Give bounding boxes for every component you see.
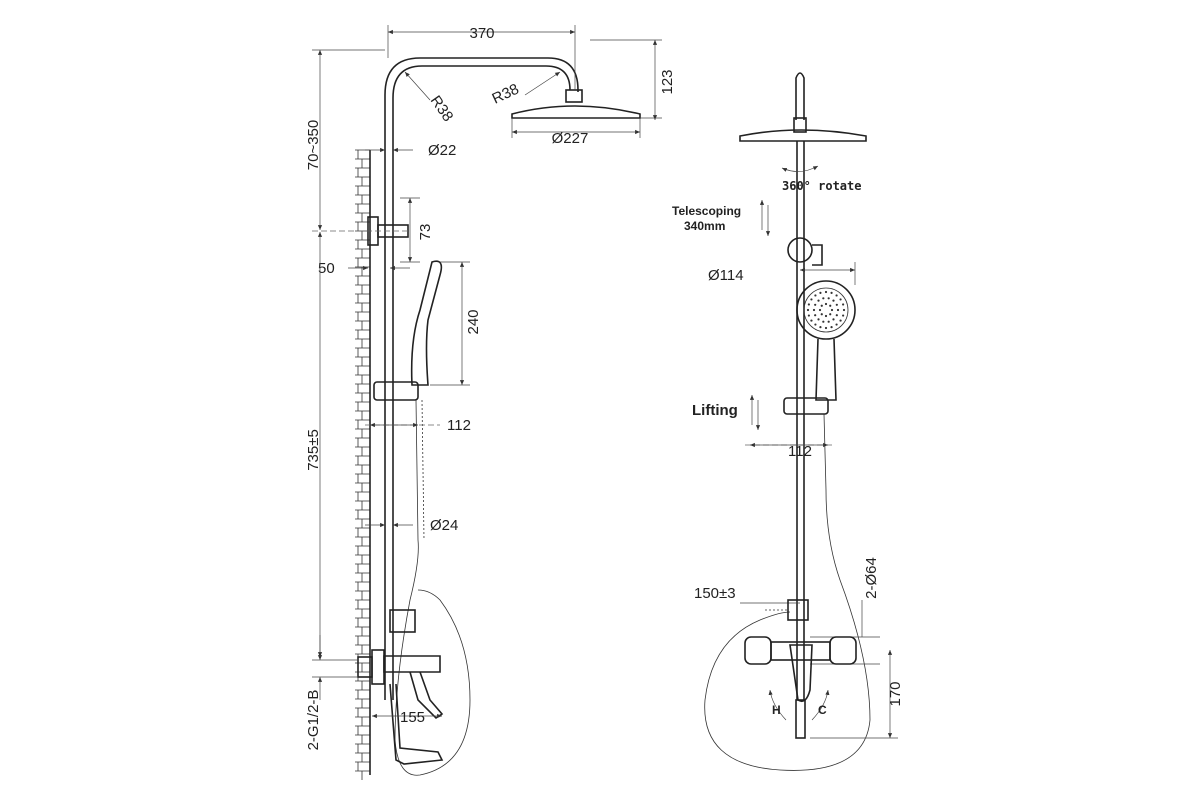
dim-mixer-height: 170 — [887, 681, 904, 706]
spout-front — [795, 699, 806, 739]
hand-shower-holder — [373, 381, 419, 401]
dim-mixer-to-holder: 735±5 — [305, 429, 322, 471]
rotate-arrow-icon — [781, 165, 819, 172]
dim-wall-offset: 50 — [318, 260, 335, 277]
dim-hand-shower-length: 240 — [465, 309, 482, 334]
hand-shower-front — [796, 280, 856, 401]
dim-holder-offset-front: 112 — [788, 443, 812, 460]
dim-width-arm: 370 — [469, 25, 494, 42]
hot-arrow-icon — [768, 689, 787, 721]
shower-head-side — [511, 105, 641, 119]
hose-front — [704, 413, 871, 771]
spout-side — [389, 683, 444, 765]
dim-center-distance: 150±3 — [694, 585, 736, 602]
front-view: 360° rotate Telescoping 340mm Ø114 Lifti… — [672, 72, 904, 771]
dim-radius-left: R38 — [427, 93, 457, 125]
top-pipe-front — [795, 72, 805, 120]
telescoping-arrows-icon — [759, 200, 771, 236]
shower-head-front — [739, 129, 867, 142]
dim-adjust-range: 70~350 — [305, 120, 322, 170]
dim-radius-right: R38 — [490, 81, 522, 108]
mixer-body-side — [383, 655, 441, 673]
cold-label: C — [818, 703, 827, 717]
side-view: 370 123 R38 R38 Ø227 70~350 Ø22 73 50 24… — [305, 25, 676, 780]
dim-holder-offset: 112 — [447, 417, 471, 434]
dim-hand-shower-diameter: Ø114 — [708, 267, 744, 284]
dim-spout-length: 155 — [400, 709, 425, 726]
telescoping-length: 340mm — [684, 219, 725, 233]
telescoping-label: Telescoping — [672, 204, 741, 218]
dim-escutcheon: 2-Ø64 — [863, 557, 880, 599]
slider-bracket-front — [787, 237, 813, 263]
dim-head-drop: 123 — [659, 69, 676, 94]
dim-bracket-height: 73 — [417, 224, 434, 241]
lifting-label: Lifting — [692, 402, 738, 419]
cold-arrow-icon — [811, 689, 830, 721]
rotate-label: 360° rotate — [782, 179, 861, 193]
diverter — [389, 609, 416, 633]
lifting-arrows-icon — [749, 395, 761, 430]
riser-pipe — [384, 57, 579, 700]
wall-hatch — [355, 149, 371, 780]
head-connector — [565, 89, 583, 103]
diverter-front — [787, 599, 809, 621]
hand-shower-side — [410, 260, 443, 386]
dim-pipe-lower: Ø24 — [430, 517, 458, 534]
mixer-front — [744, 636, 857, 739]
holder-front — [783, 397, 829, 415]
hot-label: H — [772, 703, 781, 717]
dim-inlet: 2-G1/2-B — [305, 690, 322, 751]
dim-pipe-upper: Ø22 — [428, 142, 456, 159]
dim-head-diameter: Ø227 — [552, 130, 589, 147]
mixer-lever-front — [789, 644, 813, 703]
hose-side — [394, 399, 471, 776]
